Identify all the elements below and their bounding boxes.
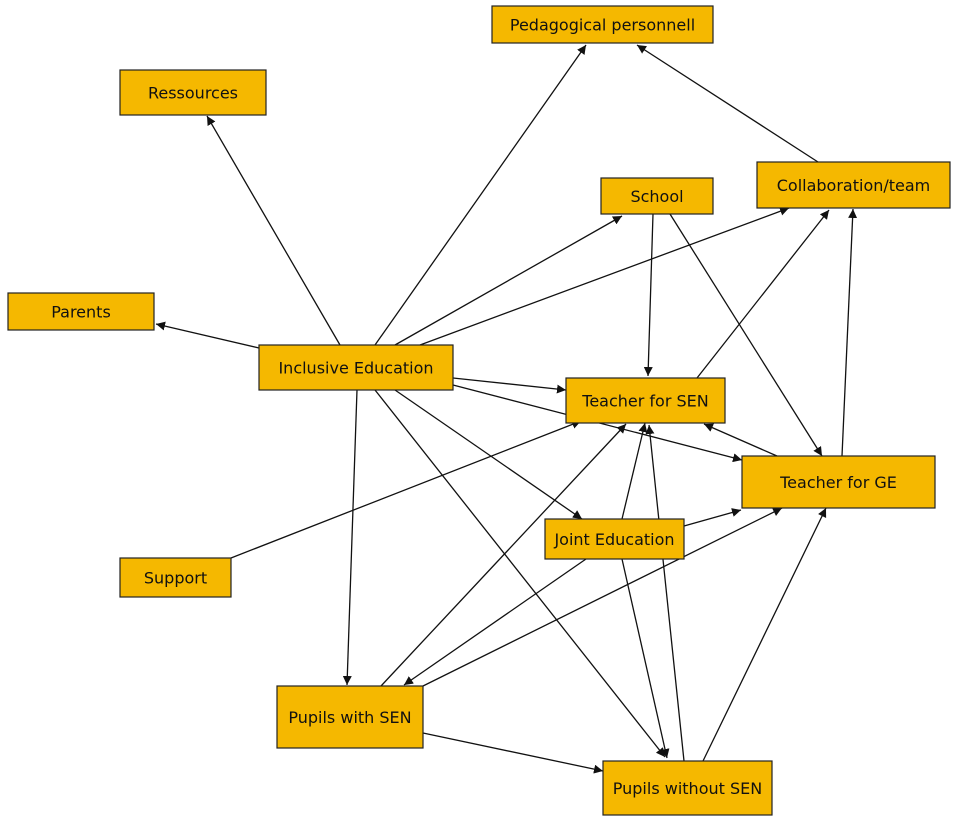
node-label-pedagogical: Pedagogical personnell xyxy=(510,16,695,35)
node-label-pwosen: Pupils without SEN xyxy=(613,779,762,798)
node-label-ressources: Ressources xyxy=(148,84,238,103)
node-box-parents xyxy=(7,292,155,331)
node-tsen: Teacher for SEN xyxy=(565,377,726,424)
edge-inclusive-to-tsen xyxy=(452,377,567,394)
node-label-tge: Teacher for GE xyxy=(779,473,897,492)
edge-inclusive-to-ressources xyxy=(206,115,341,346)
edge-pwsen-to-pwosen xyxy=(422,732,604,774)
node-ressources: Ressources xyxy=(119,69,267,116)
edge-inclusive-to-collab xyxy=(419,206,790,346)
node-box-inclusive xyxy=(258,344,454,391)
node-box-tsen xyxy=(565,377,726,424)
edge-inclusive-to-pwsen xyxy=(342,389,358,686)
node-box-school xyxy=(600,177,714,215)
edge-joint-to-pwosen xyxy=(621,558,670,759)
edge-support-to-tsen xyxy=(230,420,582,559)
edge-inclusive-to-school xyxy=(394,215,623,346)
edges-layer xyxy=(155,44,858,774)
node-box-tge xyxy=(741,455,936,509)
node-box-pwsen xyxy=(276,685,424,749)
node-label-joint: Joint Education xyxy=(553,530,674,549)
node-box-joint xyxy=(544,518,685,560)
node-label-school: School xyxy=(630,187,683,206)
edge-inclusive-to-pwosen xyxy=(374,389,666,758)
edge-pwsen-to-tge xyxy=(422,507,783,687)
node-box-ressources xyxy=(119,69,267,116)
node-parents: Parents xyxy=(7,292,155,331)
node-label-support: Support xyxy=(144,569,207,588)
node-pedagogical: Pedagogical personnell xyxy=(491,5,714,44)
node-pwsen: Pupils with SEN xyxy=(276,685,424,749)
node-inclusive: Inclusive Education xyxy=(258,344,454,391)
node-joint: Joint Education xyxy=(544,518,685,560)
node-label-parents: Parents xyxy=(51,303,111,322)
node-box-pwosen xyxy=(602,760,773,816)
node-label-pwsen: Pupils with SEN xyxy=(288,708,411,727)
node-collab: Collaboration/team xyxy=(756,161,951,209)
node-pwosen: Pupils without SEN xyxy=(602,760,773,816)
edge-tsen-to-collab xyxy=(696,209,830,379)
node-label-collab: Collaboration/team xyxy=(777,176,931,195)
edge-inclusive-to-pedagogical xyxy=(374,44,587,346)
edge-school-to-tge xyxy=(669,213,823,457)
node-box-collab xyxy=(756,161,951,209)
node-box-pedagogical xyxy=(491,5,714,44)
edge-joint-to-tsen xyxy=(621,422,648,520)
edge-inclusive-to-joint xyxy=(394,389,583,520)
edge-pwosen-to-tge xyxy=(702,507,827,762)
node-box-support xyxy=(119,557,232,598)
node-tge: Teacher for GE xyxy=(741,455,936,509)
edge-inclusive-to-parents xyxy=(155,321,260,349)
node-school: School xyxy=(600,177,714,215)
node-support: Support xyxy=(119,557,232,598)
edge-pwosen-to-tsen xyxy=(645,424,685,762)
edge-school-to-tsen xyxy=(643,213,654,377)
edge-pwsen-to-tsen xyxy=(380,423,627,687)
edge-collab-to-pedagogical xyxy=(636,44,819,163)
edge-joint-to-tge xyxy=(683,508,742,527)
node-label-inclusive: Inclusive Education xyxy=(278,359,433,378)
edge-joint-to-pwsen xyxy=(403,558,587,686)
edge-tge-to-collab xyxy=(841,208,858,457)
node-label-tsen: Teacher for SEN xyxy=(581,392,708,411)
edge-tge-to-tsen xyxy=(703,423,778,457)
